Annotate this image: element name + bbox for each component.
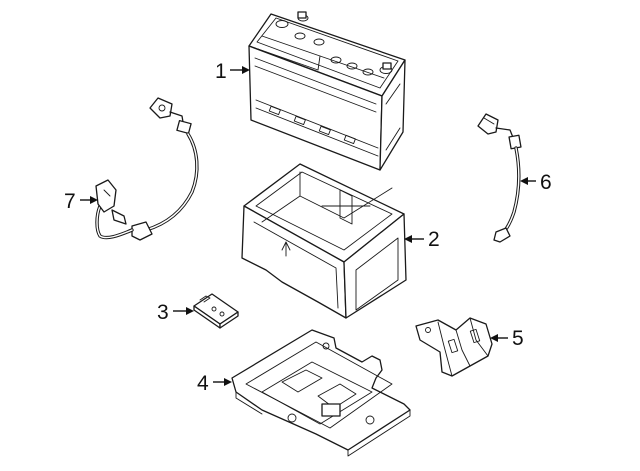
callout-6: 6 (520, 171, 552, 194)
callout-2: 2 (404, 228, 440, 251)
callout-label-2: 2 (428, 228, 440, 251)
callout-3: 3 (157, 301, 194, 324)
leader-arrow-3 (186, 307, 194, 315)
callout-4: 4 (197, 372, 232, 395)
callout-label-3: 3 (157, 301, 169, 324)
leader-arrow-5 (490, 334, 498, 342)
leader-arrow-4 (224, 378, 232, 386)
leader-arrow-6 (520, 177, 528, 185)
leader-arrow-2 (404, 235, 412, 243)
callout-label-4: 4 (197, 372, 209, 395)
part-side-bracket (415, 317, 493, 377)
part-negative-cable (95, 97, 199, 241)
part-battery (248, 11, 406, 171)
part-hold-down-bracket (193, 293, 239, 329)
callout-label-5: 5 (512, 327, 524, 350)
part-battery-tray (231, 329, 411, 457)
callout-label-6: 6 (540, 171, 552, 194)
callout-1: 1 (215, 60, 250, 83)
callout-label-7: 7 (64, 190, 76, 213)
leader-arrow-7 (90, 196, 98, 204)
part-battery-case (241, 163, 407, 319)
callout-7: 7 (64, 190, 98, 213)
callout-5: 5 (490, 327, 524, 350)
callout-label-1: 1 (215, 60, 227, 83)
leader-arrow-1 (242, 66, 250, 74)
part-positive-cable (477, 113, 522, 243)
